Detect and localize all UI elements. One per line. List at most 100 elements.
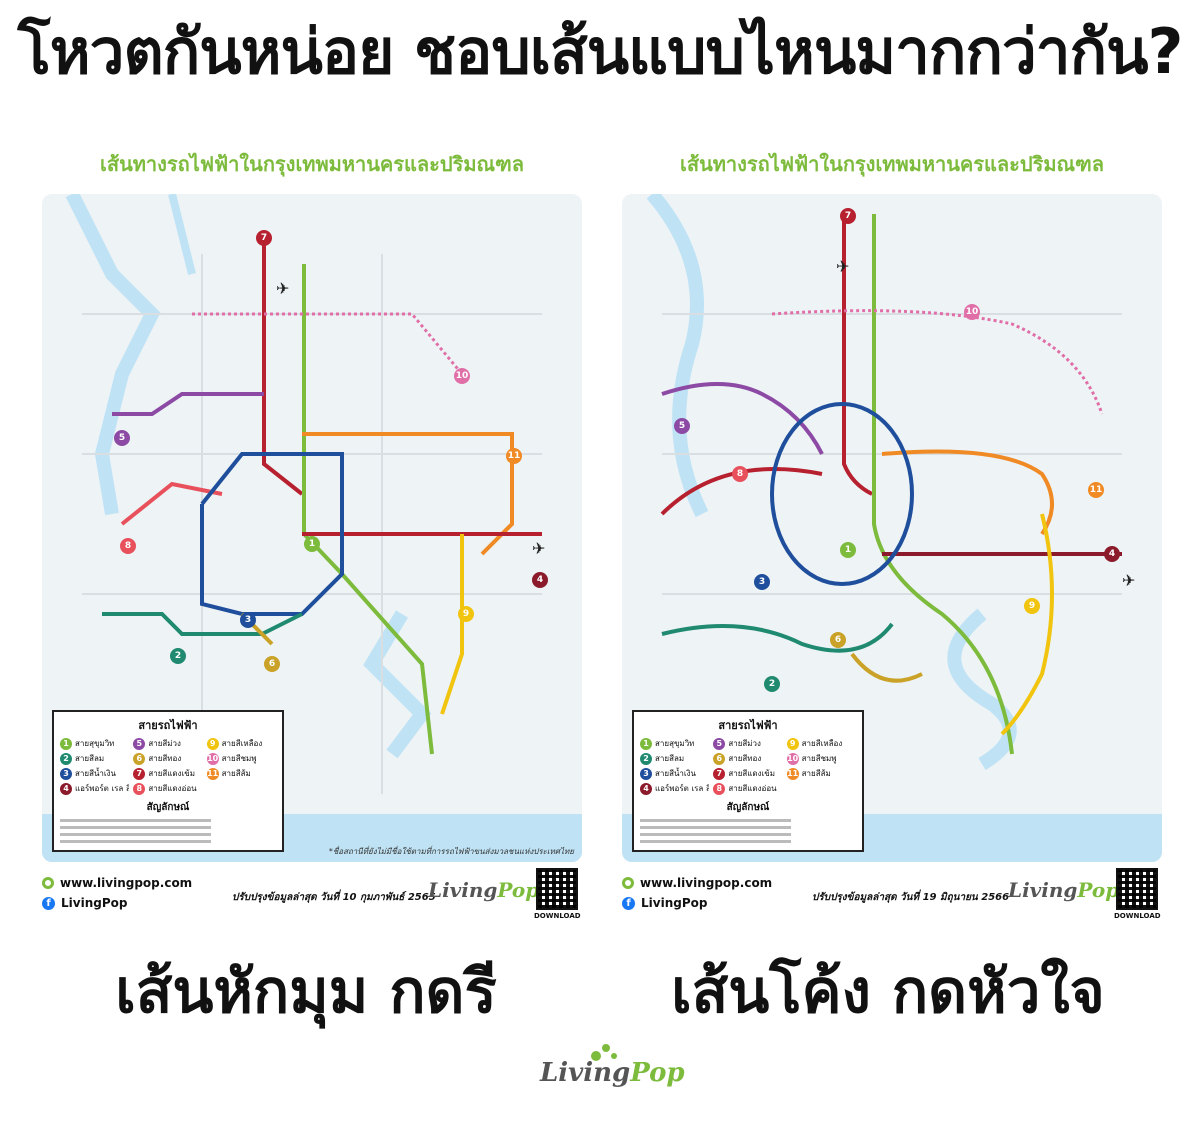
legend-label: สายสีเหลือง <box>801 739 843 748</box>
line-number-badge: 4 <box>640 782 652 795</box>
line-badge-8: 8 <box>120 538 136 554</box>
line-badge-9: 9 <box>1024 598 1040 614</box>
qr-code[interactable] <box>1116 868 1158 910</box>
legend-label: สายสีทอง <box>728 754 762 763</box>
line-badge-3: 3 <box>240 612 256 628</box>
legend-label: สายสีน้ำเงิน <box>655 769 697 778</box>
legend-label: แอร์พอร์ต เรล ลิงก์ <box>655 784 710 793</box>
line-number-badge: 8 <box>713 782 726 795</box>
line-badge-1: 1 <box>840 542 856 558</box>
line-number-badge: 4 <box>60 782 72 795</box>
line-badge-5: 5 <box>114 430 130 446</box>
line-number-badge: 1 <box>640 737 652 750</box>
line-badge-1: 1 <box>304 536 320 552</box>
livingpop-logo: LivingPop <box>1008 878 1120 902</box>
livingpop-logo: LivingPop <box>428 878 540 902</box>
symbols-list <box>60 819 276 843</box>
line-number-badge: 9 <box>786 737 799 750</box>
line-badge-2: 2 <box>764 676 780 692</box>
qr-code[interactable] <box>536 868 578 910</box>
map-panel-right: เส้นทางรถไฟฟ้าในกรุงเทพมหานครและปริมณฑล … <box>616 138 1168 922</box>
line-number-badge: 3 <box>60 767 72 780</box>
symbols-title: สัญลักษณ์ <box>146 802 190 813</box>
map-panel-left: เส้นทางรถไฟฟ้าในกรุงเทพมหานครและปริมณฑล <box>36 138 588 922</box>
line-badge-10: 10 <box>454 368 470 384</box>
legend-label: สายสีชมพู <box>801 754 837 763</box>
legend-label: สายสีน้ำเงิน <box>75 769 117 778</box>
line-number-badge: 1 <box>60 737 72 750</box>
legend-label: สายสีแดงอ่อน <box>148 784 197 793</box>
web-icon <box>42 877 54 889</box>
logo-bubbles-icon <box>591 1044 617 1061</box>
line-badge-11: 11 <box>506 448 522 464</box>
legend-label: สายสีแดงเข้ม <box>148 769 196 778</box>
line-number-badge: 5 <box>133 737 146 750</box>
legend-label: สายสีเหลือง <box>221 739 263 748</box>
line-badge-4: 4 <box>1104 546 1120 562</box>
line-number-badge: 7 <box>713 767 726 780</box>
website-link[interactable]: www.livingpop.com <box>622 876 772 890</box>
map-title-left: เส้นทางรถไฟฟ้าในกรุงเทพมหานครและปริมณฑล <box>100 152 524 176</box>
facebook-icon: f <box>622 896 635 910</box>
line-badge-5: 5 <box>674 418 690 434</box>
symbols-title: สัญลักษณ์ <box>726 802 770 813</box>
line-badge-10: 10 <box>964 304 980 320</box>
legend-label: สายสีชมพู <box>221 754 257 763</box>
map-note: *ชื่อสถานีที่ยังไม่มีชื่อใช้ตามที่การรถไ… <box>328 847 574 856</box>
svg-text:✈: ✈ <box>276 279 289 298</box>
line-number-badge: 5 <box>713 737 726 750</box>
website-link[interactable]: www.livingpop.com <box>42 876 192 890</box>
legend-label: สายสุขุมวิท <box>75 739 115 748</box>
map-title-right: เส้นทางรถไฟฟ้าในกรุงเทพมหานครและปริมณฑล <box>680 152 1104 176</box>
vote-option-angular: เส้นหักมุม กดรี <box>115 957 497 1027</box>
line-number-badge: 7 <box>133 767 146 780</box>
line-badge-6: 6 <box>830 632 846 648</box>
download-label: DOWNLOAD <box>1114 912 1161 920</box>
legend-label: สายสีลม <box>655 754 685 763</box>
line-number-badge: 6 <box>133 752 146 765</box>
web-icon <box>622 877 634 889</box>
line-number-badge: 2 <box>640 752 652 765</box>
svg-text:✈: ✈ <box>1122 571 1135 590</box>
line-badge-7: 7 <box>256 230 272 246</box>
line-badge-8: 8 <box>732 466 748 482</box>
line-number-badge: 10 <box>786 752 799 765</box>
legend-label: สายสีม่วง <box>148 739 181 748</box>
line-number-badge: 9 <box>206 737 219 750</box>
legend-title: สายรถไฟฟ้า <box>718 719 778 732</box>
line-badge-3: 3 <box>754 574 770 590</box>
legend-label: แอร์พอร์ต เรล ลิงก์ <box>75 784 130 793</box>
legend-label: สายสีม่วง <box>728 739 761 748</box>
livingpop-main-logo: LivingPop <box>540 1058 685 1088</box>
line-badge-6: 6 <box>264 656 280 672</box>
line-number-badge: 10 <box>206 752 219 765</box>
line-badge-7: 7 <box>840 208 856 224</box>
update-date: ปรับปรุงข้อมูลล่าสุด วันที่ 19 มิถุนายน … <box>812 892 1010 903</box>
legend-title: สายรถไฟฟ้า <box>138 719 198 732</box>
line-badge-4: 4 <box>532 572 548 588</box>
legend-label: สายสีส้ม <box>801 769 831 778</box>
